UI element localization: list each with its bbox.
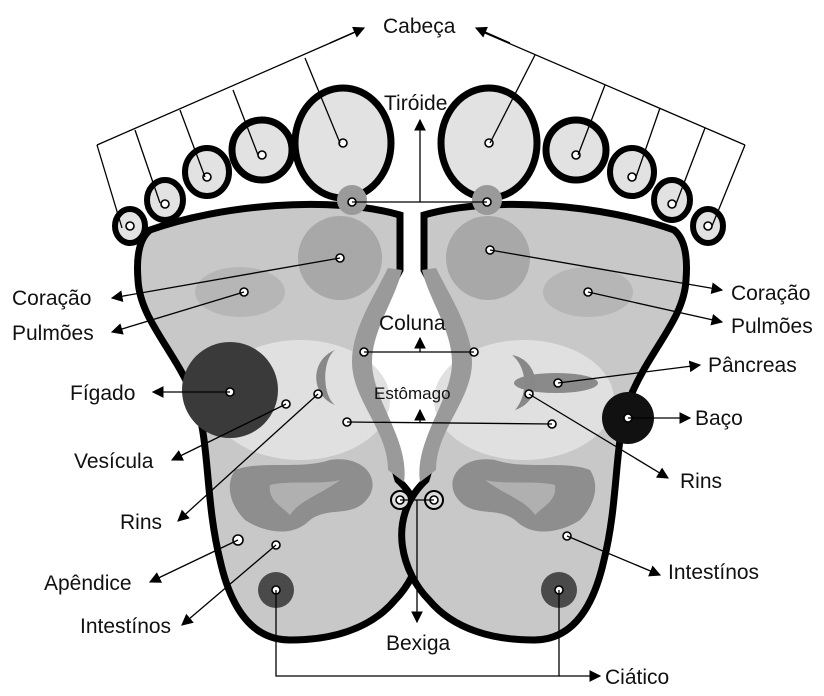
label-figado: Fígado: [70, 382, 135, 405]
label-baco: Baço: [695, 407, 743, 430]
right-toe-3: [610, 148, 654, 196]
label-coracao-left: Coração: [12, 287, 91, 310]
right-foot: [402, 88, 723, 640]
label-cabeca: Cabeça: [383, 15, 456, 38]
label-tiroide: Tiróide: [384, 92, 447, 115]
label-rins-left: Rins: [120, 511, 162, 534]
label-coracao-right: Coração: [731, 282, 810, 305]
label-coluna: Coluna: [379, 312, 446, 335]
label-apendice: Apêndice: [44, 572, 132, 595]
right-heart-zone: [446, 216, 530, 300]
left-toe-3: [185, 148, 229, 196]
label-pulmoes-left: Pulmões: [12, 322, 94, 345]
label-ciatico: Ciático: [605, 666, 669, 689]
label-bexiga: Bexiga: [386, 632, 451, 655]
label-pancreas: Pâncreas: [708, 354, 797, 377]
left-toe-2: [232, 120, 292, 180]
right-toe-2: [546, 120, 606, 180]
label-estomago: Estômago: [374, 384, 451, 403]
left-foot: [115, 88, 422, 640]
label-rins-right: Rins: [680, 470, 722, 493]
label-intestinos-right: Intestínos: [668, 561, 759, 584]
label-vesicula: Vesícula: [74, 450, 154, 473]
label-intestinos-left: Intestínos: [80, 615, 171, 638]
label-pulmoes-right: Pulmões: [731, 315, 813, 338]
